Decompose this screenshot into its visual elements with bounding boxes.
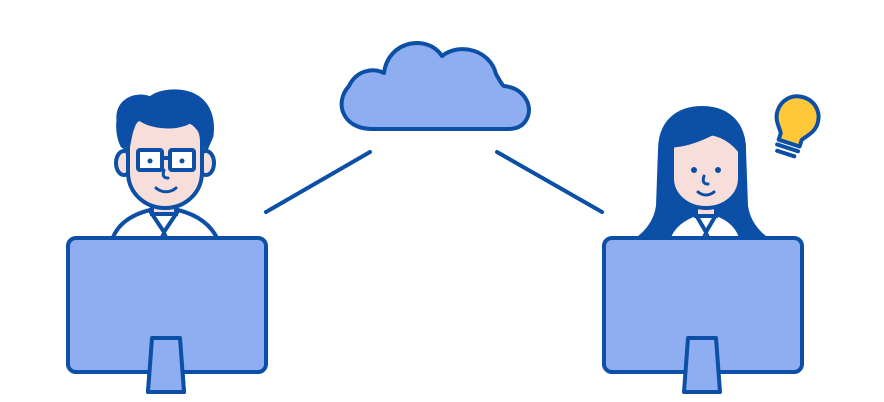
lightbulb-icon — [774, 94, 821, 159]
man-hair — [116, 89, 214, 152]
cloud-icon — [339, 40, 531, 131]
man-avatar — [110, 89, 220, 242]
monitor-right-stand — [682, 336, 722, 394]
monitor-icon — [66, 236, 268, 394]
woman-hair-bangs — [660, 108, 746, 160]
woman-avatar — [634, 106, 770, 242]
connection-line-right — [495, 150, 604, 214]
monitor-icon — [602, 236, 804, 394]
connection-line-left — [264, 150, 372, 214]
connection-lines — [264, 150, 604, 214]
